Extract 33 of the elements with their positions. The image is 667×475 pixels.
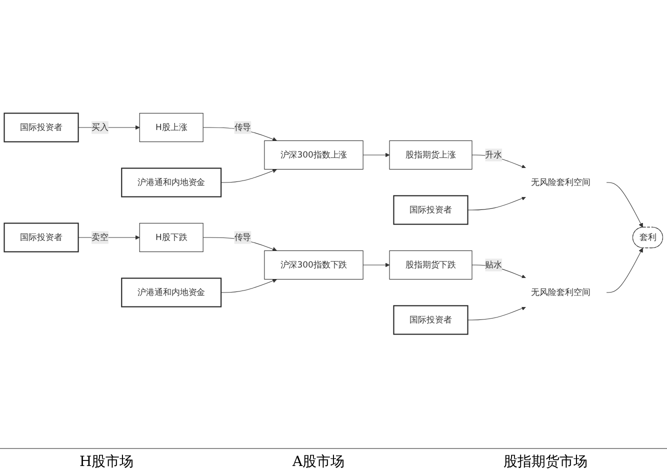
edge-label: 传导 <box>234 232 252 243</box>
node-box: 股指期货上涨 <box>389 140 472 170</box>
node-box: 沪港通和内地资金 <box>121 278 222 308</box>
node-box: 国际投资者 <box>4 112 79 143</box>
arrow <box>220 168 278 184</box>
node-box: 国际投资者 <box>393 195 468 226</box>
edge-label: 贴水 <box>485 260 502 270</box>
node-box: 沪深300指数下跌 <box>264 250 364 280</box>
market-label: H股市场 <box>79 453 134 471</box>
arrow <box>202 128 278 142</box>
arrow <box>606 248 643 293</box>
arrow <box>220 278 278 293</box>
edge-label: 传导 <box>234 122 252 133</box>
arrow <box>202 237 278 252</box>
arrow <box>468 196 526 211</box>
node-box: 沪深300指数上涨 <box>264 140 364 170</box>
arrow <box>362 262 390 268</box>
edge-label: 升水 <box>485 150 502 160</box>
market-label: 股指期货市场 <box>504 453 588 471</box>
edge-label: 卖空 <box>92 232 108 243</box>
market-label: A股市场 <box>292 453 345 471</box>
arrow <box>362 152 390 158</box>
node-box: 股指期货下跌 <box>389 250 472 280</box>
node-box: 国际投资者 <box>4 222 79 253</box>
node-text: 无风险套利空间 <box>531 287 590 298</box>
node-box: H股下跌 <box>139 223 204 252</box>
node-box: 国际投资者 <box>393 305 468 336</box>
edge-label: 买入 <box>92 122 108 133</box>
arrow <box>606 182 643 228</box>
arrow <box>468 306 526 320</box>
node-box: H股上涨 <box>139 113 204 142</box>
node-box: 沪港通和内地资金 <box>121 168 222 198</box>
node-text: 无风险套利空间 <box>531 177 590 188</box>
